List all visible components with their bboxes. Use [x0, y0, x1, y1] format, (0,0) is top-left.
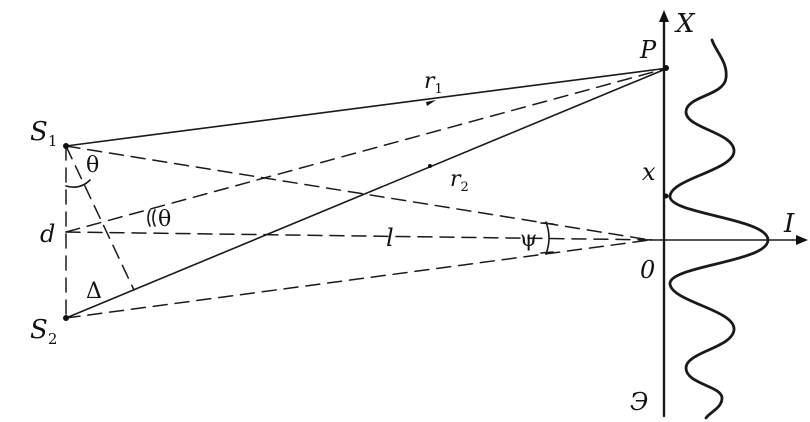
- label-x-position: x: [642, 158, 656, 186]
- s2-to-center-line: [65, 239, 651, 319]
- psi-tick-bottom: [540, 251, 554, 254]
- label-screen: Э: [630, 388, 648, 416]
- mid-to-p-line: [65, 67, 669, 233]
- x-axis-arrowhead: [659, 10, 669, 22]
- theta-mid-arc-2: [152, 209, 156, 227]
- ray-r1-arrow: [426, 100, 436, 106]
- theta-mid-arc-1: [147, 209, 151, 227]
- psi-tick-top: [540, 222, 554, 225]
- label-psi: ψ: [520, 227, 537, 252]
- label-theta-mid: θ: [158, 207, 171, 232]
- label-intensity: I: [783, 209, 795, 239]
- intensity-curve: [668, 38, 770, 420]
- ray-r1: [65, 67, 669, 147]
- label-r1: r1: [424, 69, 443, 97]
- theta-top-arc: [65, 179, 91, 188]
- label-delta: Δ: [86, 279, 102, 304]
- label-l: l: [386, 224, 394, 252]
- psi-arc: [545, 221, 550, 255]
- label-origin: 0: [640, 256, 655, 284]
- label-s2: S2: [30, 315, 57, 348]
- label-r2: r2: [450, 167, 469, 195]
- label-s1: S1: [30, 117, 57, 150]
- label-theta-top: θ: [86, 153, 99, 178]
- label-d: d: [40, 220, 55, 248]
- ray-r2: [65, 67, 669, 319]
- source-s1-point: [63, 143, 69, 149]
- s1-to-center-line: [65, 145, 651, 241]
- label-p: P: [639, 36, 657, 64]
- point-p: [663, 65, 669, 71]
- intensity-axis-arrowhead: [796, 235, 808, 245]
- ray-r2-mark: [428, 164, 432, 168]
- label-x-axis: X: [674, 9, 696, 39]
- source-s2-point: [63, 315, 69, 321]
- perpendicular-line: [65, 145, 135, 291]
- point-x: [663, 193, 669, 199]
- central-axis-line: [65, 231, 661, 241]
